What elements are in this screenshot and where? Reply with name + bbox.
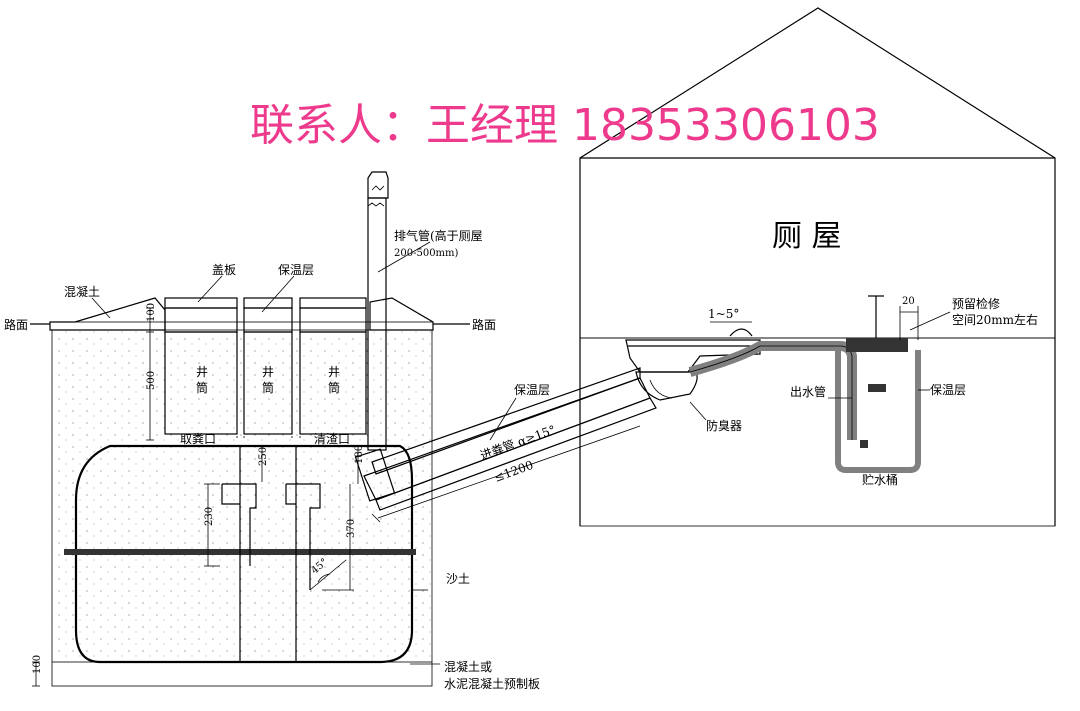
- dim-250: 250: [258, 447, 269, 466]
- soil-left: [51, 330, 433, 662]
- label-road-right: 路面: [472, 317, 496, 332]
- label-sand-soil: 沙土: [446, 572, 470, 586]
- dim-100-top: 100: [146, 303, 157, 322]
- concrete-base-slab: [51, 661, 433, 687]
- tank-body: [64, 444, 416, 664]
- well-3-char-1: 井: [328, 365, 340, 379]
- well-2-char-1: 井: [262, 365, 274, 379]
- label-base-1: 混凝土或: [444, 659, 492, 674]
- dim-500: 500: [146, 371, 157, 390]
- well-2-char-2: 筒: [262, 380, 274, 395]
- inlet-pipe: [354, 367, 657, 523]
- label-road-left: 路面: [4, 317, 28, 332]
- label-concrete-top: 混凝土: [64, 284, 100, 299]
- label-insulation-top: 保温层: [278, 263, 314, 277]
- label-feces-port: 取粪口: [180, 432, 216, 446]
- well-1-char-1: 井: [196, 365, 208, 379]
- label-odor-trap: 防臭器: [706, 418, 742, 433]
- dim-230: 230: [204, 507, 215, 526]
- label-reserve-1: 预留检修: [952, 296, 1000, 311]
- label-inlet-pipe: 进粪管 α≥15°: [478, 422, 558, 463]
- cover-plates: [164, 297, 367, 309]
- label-insulation-bucket: 保温层: [930, 383, 966, 397]
- label-water-bucket: 贮水桶: [862, 472, 898, 487]
- label-dim-20: 20: [902, 296, 915, 307]
- house-title: 厕 屋: [772, 219, 842, 254]
- label-vent-pipe-1: 排气管(高于厕屋: [394, 228, 483, 243]
- contact-watermark: 联系人：王经理 18353306103: [250, 100, 880, 151]
- dimension-lines: [32, 307, 359, 687]
- label-slope: 1~5°: [708, 307, 739, 321]
- dim-370: 370: [346, 519, 357, 538]
- dim-100-bottom: 100: [32, 655, 43, 674]
- leader-lines: [91, 275, 930, 665]
- label-outlet-pipe: 出水管: [790, 384, 826, 399]
- well-1-char-2: 筒: [196, 380, 208, 395]
- house: [579, 7, 1056, 527]
- dim-180: 180: [354, 445, 365, 464]
- label-reserve-2: 空间20mm左右: [952, 312, 1038, 327]
- label-base-2: 水泥混凝土预制板: [444, 676, 540, 691]
- outlet-pipe-and-bucket: [688, 295, 951, 473]
- label-pipe-length: ≤1200: [492, 458, 535, 485]
- label-insulation-pipe: 保温层: [514, 383, 550, 397]
- label-cover-plate: 盖板: [212, 263, 236, 277]
- well-3-char-2: 筒: [328, 380, 340, 395]
- label-cleanout-port: 清渣口: [314, 432, 350, 446]
- well-shafts: [164, 308, 367, 440]
- label-vent-pipe-2: 200-500mm): [394, 248, 459, 259]
- top-insulation: [164, 307, 367, 333]
